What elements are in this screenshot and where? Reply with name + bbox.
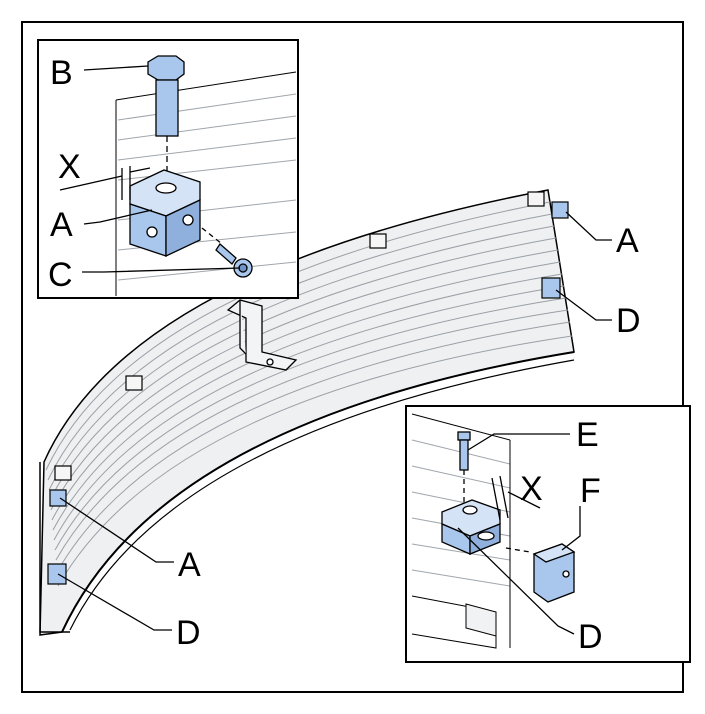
- callout-f: F: [580, 472, 601, 510]
- bolt-b: [147, 55, 185, 178]
- callout-a-top: A: [50, 206, 73, 244]
- callout-e: E: [576, 416, 599, 454]
- callout-x-bottom: X: [520, 470, 543, 508]
- clamp-block-a: [129, 169, 201, 258]
- callout-c: C: [48, 256, 73, 294]
- curved-rail: [39, 189, 575, 636]
- leader-lines: [57, 65, 612, 635]
- screw-c: [201, 227, 253, 278]
- callout-d-bottom: D: [578, 618, 603, 656]
- gap-marker-x-bottom: [491, 475, 541, 521]
- callout-a-right: A: [616, 222, 639, 260]
- callout-a-left: A: [178, 546, 201, 584]
- callout-d-right: D: [616, 302, 641, 340]
- clamp-block-d: [441, 499, 501, 555]
- callout-d-left: D: [176, 614, 201, 652]
- outer-frame: [21, 21, 684, 693]
- mounting-bracket: [226, 299, 298, 371]
- callout-b: B: [50, 54, 73, 92]
- screw-e: [457, 431, 471, 504]
- rail-clip-blocks: [54, 191, 545, 481]
- gap-marker-x-top: [59, 166, 151, 200]
- rail-clamps-blue: [47, 201, 569, 585]
- callout-x-top: X: [58, 148, 81, 186]
